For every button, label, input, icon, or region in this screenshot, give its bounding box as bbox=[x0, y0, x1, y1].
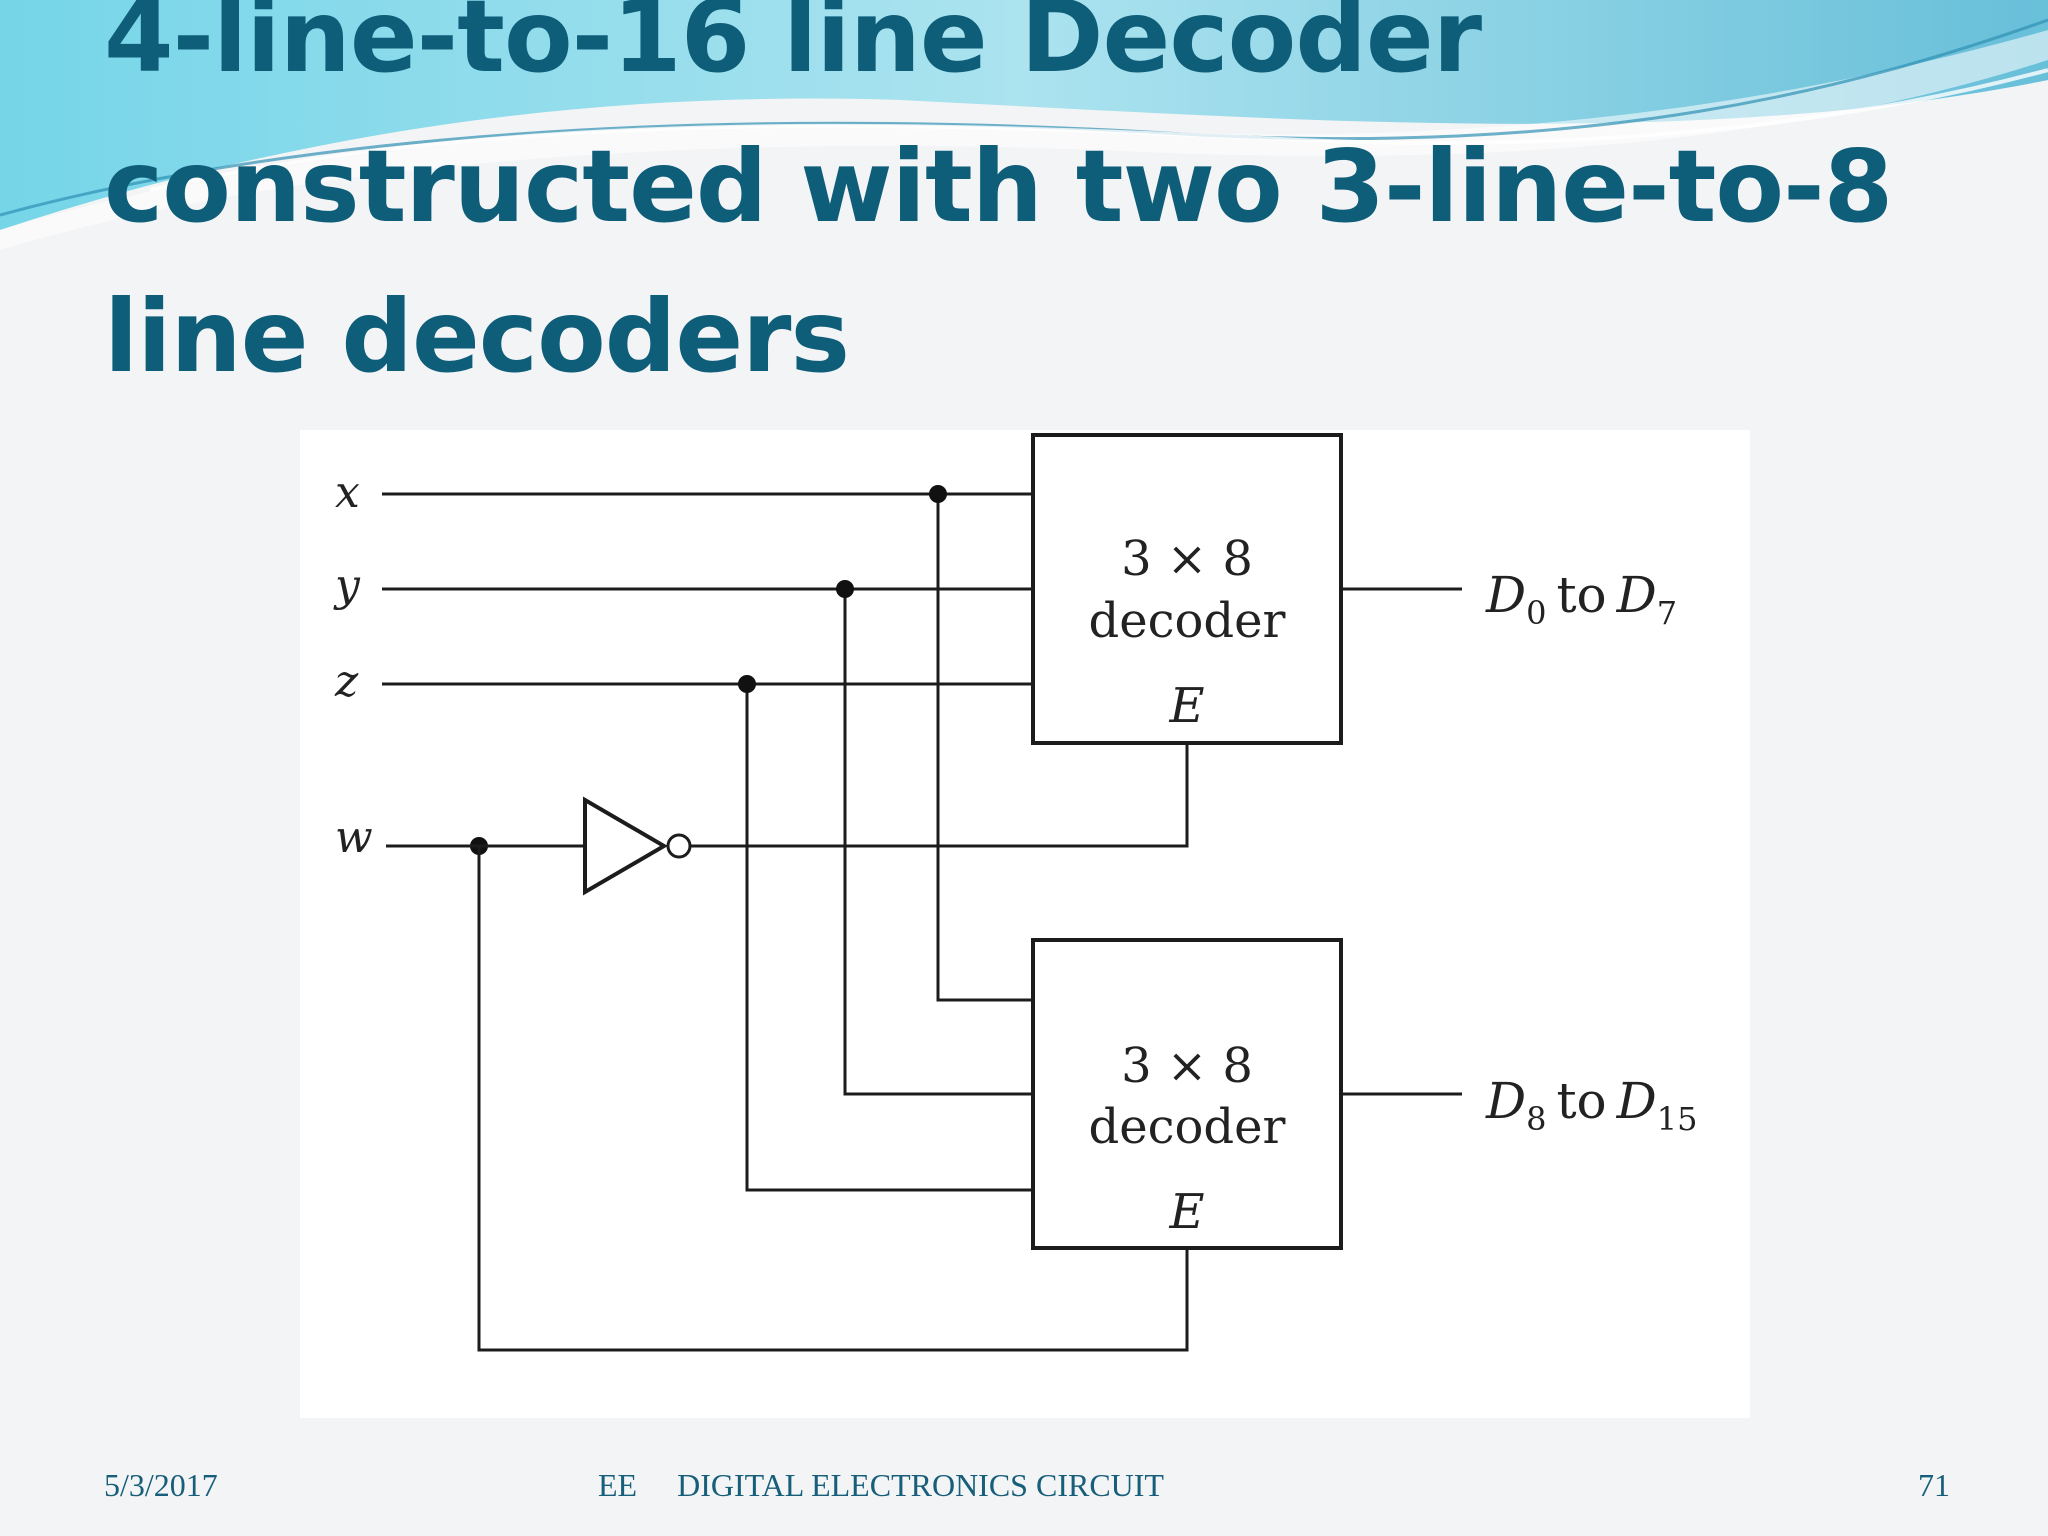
title-line-3: line decoders bbox=[104, 278, 850, 395]
header-wave-decoration bbox=[0, 0, 2048, 250]
output-bottom-from-sub: 8 bbox=[1526, 1100, 1546, 1138]
slide-title: 4-line-to-16 line Decoder constructed wi… bbox=[104, 0, 1984, 412]
decoder-top-enable: E bbox=[1168, 678, 1204, 734]
decoder-box-bottom bbox=[1031, 938, 1343, 1250]
output-bottom-to-sub: 15 bbox=[1657, 1100, 1698, 1138]
output-top-to-word: to bbox=[1556, 566, 1606, 624]
title-line-1: 4-line-to-16 line Decoder bbox=[104, 0, 1482, 95]
footer-course: EE DIGITAL ELECTRONICS CIRCUIT bbox=[598, 1467, 1164, 1504]
wire-x-branch bbox=[936, 494, 1033, 1002]
input-label-z: z bbox=[334, 656, 359, 707]
footer-date: 5/3/2017 bbox=[104, 1467, 218, 1503]
input-label-x: x bbox=[335, 467, 360, 518]
input-label-y: y bbox=[333, 560, 361, 611]
decoder-bottom-name: decoder bbox=[1089, 1099, 1286, 1155]
wire-w-direct-enable bbox=[477, 846, 1189, 1352]
output-top-to: D bbox=[1616, 566, 1657, 624]
output-bottom-to-word: to bbox=[1556, 1072, 1606, 1130]
decoder-top-name: decoder bbox=[1089, 593, 1286, 649]
wire-y-branch bbox=[843, 589, 1033, 1096]
diagram-panel bbox=[300, 430, 1750, 1418]
wire-w-inverted-enable bbox=[690, 744, 1189, 848]
output-bottom-from: D bbox=[1485, 1072, 1526, 1130]
inverter-gate bbox=[583, 796, 668, 896]
output-top-to-sub: 7 bbox=[1657, 594, 1677, 632]
decoder-bottom-size: 3 × 8 bbox=[1121, 1038, 1253, 1094]
output-top-from: D bbox=[1485, 566, 1526, 624]
junction-z bbox=[738, 675, 756, 693]
junction-y bbox=[836, 580, 854, 598]
decoder-bottom-enable: E bbox=[1168, 1184, 1204, 1240]
wire-z-branch bbox=[745, 684, 1033, 1192]
footer-page-number: 71 bbox=[1918, 1467, 1950, 1503]
decoder-box-top bbox=[1031, 433, 1343, 745]
footer-dept: EE bbox=[598, 1467, 638, 1503]
output-bottom-to: D bbox=[1616, 1072, 1657, 1130]
output-top-from-sub: 0 bbox=[1526, 594, 1546, 632]
junction-x bbox=[929, 485, 947, 503]
title-line-2: constructed with two 3-line-to-8 bbox=[104, 128, 1893, 245]
footer-course-name: DIGITAL ELECTRONICS CIRCUIT bbox=[677, 1467, 1164, 1503]
decoder-top-size: 3 × 8 bbox=[1121, 531, 1253, 587]
inverter-bubble bbox=[666, 833, 692, 859]
input-label-w: w bbox=[335, 812, 373, 863]
